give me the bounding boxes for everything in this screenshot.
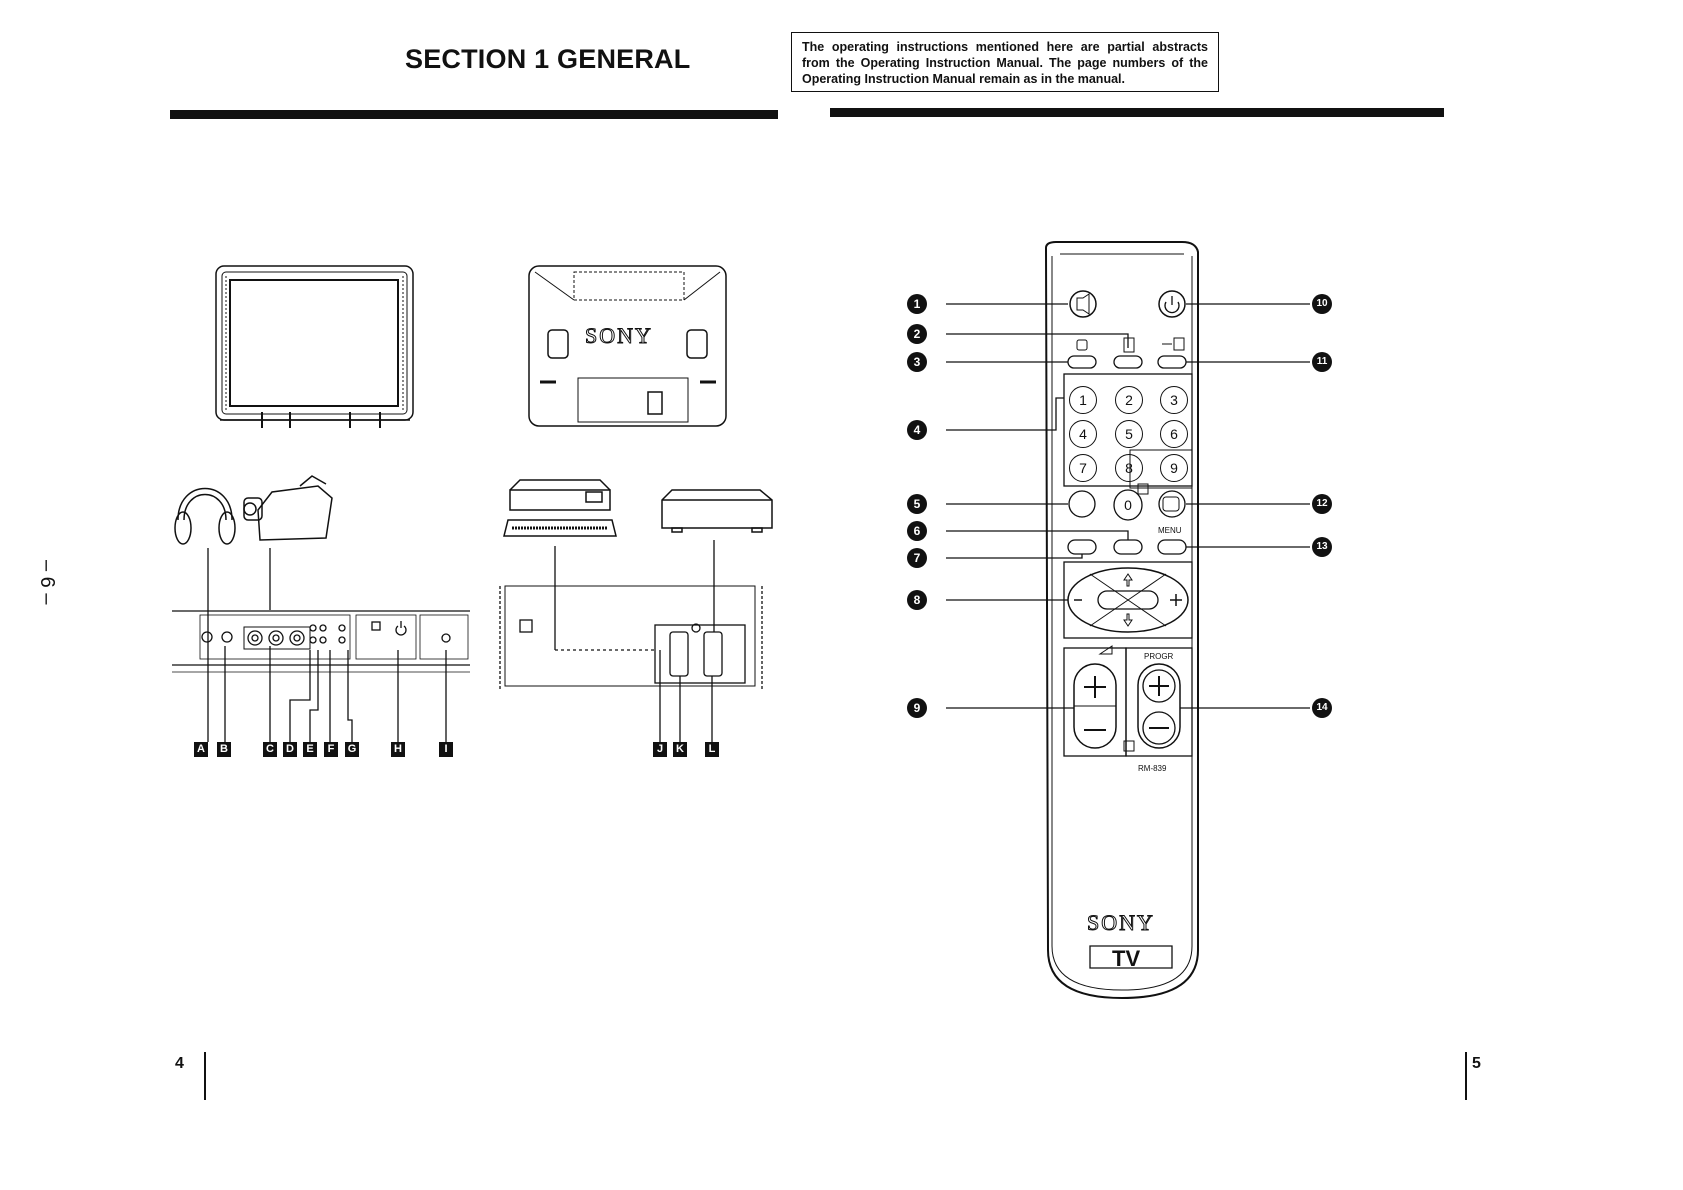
panel-label-a: A (194, 742, 208, 757)
callout-number: 14 (1316, 702, 1328, 713)
rear-connector-panel (499, 540, 763, 742)
callout-3: 3 (907, 352, 927, 372)
callout-10: 10 (1312, 294, 1332, 314)
right-header-rule (830, 108, 1444, 117)
panel-label-e: E (303, 742, 317, 757)
digit-label: 5 (1125, 426, 1133, 442)
callout-number: 6 (913, 524, 921, 538)
front-connector-panel (172, 610, 470, 673)
callout-1: 1 (907, 294, 927, 314)
callout-12: 12 (1312, 494, 1332, 514)
callout-number: 13 (1316, 541, 1328, 552)
left-page-divider (204, 1052, 206, 1100)
page-number-right: 5 (1472, 1055, 1481, 1072)
panel-label-j: J (653, 742, 667, 757)
decoder-icon (661, 489, 773, 533)
notice-box: The operating instructions mentioned her… (791, 32, 1219, 92)
digit-key-9[interactable]: 9 (1160, 454, 1188, 482)
remote-brand-logo: SONY (1087, 910, 1155, 935)
remote-menu-label: MENU (1158, 526, 1182, 535)
digit-label: 2 (1125, 392, 1133, 408)
remote-callout-lines (946, 303, 1310, 709)
panel-label-f: F (324, 742, 338, 757)
digit-key-4[interactable]: 4 (1069, 420, 1097, 448)
panel-label-i: I (439, 742, 453, 757)
digit-label: 8 (1125, 460, 1133, 476)
panel-label-b: B (217, 742, 231, 757)
callout-11: 11 (1312, 352, 1332, 372)
callout-9: 9 (907, 698, 927, 718)
digit-label: 3 (1170, 392, 1178, 408)
digit-key-0[interactable]: 0 (1115, 494, 1141, 516)
panel-label-g: G (345, 742, 359, 757)
label-text: A (197, 743, 205, 755)
digit-label: 7 (1079, 460, 1087, 476)
label-text: D (286, 743, 294, 755)
callout-6: 6 (907, 521, 927, 541)
label-text: K (676, 743, 684, 755)
tv-rear-illustration (528, 265, 727, 427)
remote-model-label: RM-839 (1138, 764, 1167, 773)
callout-number: 11 (1316, 356, 1328, 367)
digit-label: 0 (1124, 497, 1132, 513)
digit-key-2[interactable]: 2 (1115, 386, 1143, 414)
digit-key-5[interactable]: 5 (1115, 420, 1143, 448)
camcorder-icon (243, 475, 333, 541)
label-text: C (266, 743, 274, 755)
callout-14: 14 (1312, 698, 1332, 718)
remote-progr-label: PROGR (1144, 652, 1174, 661)
label-text: H (394, 743, 402, 755)
digit-key-7[interactable]: 7 (1069, 454, 1097, 482)
digit-label: 4 (1079, 426, 1087, 442)
callout-number: 1 (913, 297, 921, 311)
label-text: E (306, 743, 314, 755)
panel-label-l: L (705, 742, 719, 757)
label-text: G (347, 743, 357, 755)
digit-label: 1 (1079, 392, 1087, 408)
tv-front-illustration (215, 265, 414, 428)
headphones-icon (174, 487, 236, 545)
panel-label-d: D (283, 742, 297, 757)
callout-number: 9 (913, 701, 921, 715)
digit-label: 9 (1170, 460, 1178, 476)
callout-number: 3 (913, 355, 921, 369)
digit-key-1[interactable]: 1 (1069, 386, 1097, 414)
page-number-left: 4 (175, 1055, 184, 1072)
computer-icon (503, 479, 617, 537)
callout-number: 4 (913, 423, 921, 437)
remote-tv-badge: TV (1112, 946, 1140, 971)
label-text: F (327, 743, 335, 755)
callout-13: 13 (1312, 537, 1332, 557)
callout-number: 8 (913, 593, 921, 607)
right-page-divider (1465, 1052, 1467, 1100)
remote-control (1044, 241, 1199, 1000)
callout-2: 2 (907, 324, 927, 344)
digit-key-8[interactable]: 8 (1115, 454, 1143, 482)
label-text: B (220, 743, 228, 755)
digit-key-6[interactable]: 6 (1160, 420, 1188, 448)
left-header-rule (170, 110, 778, 119)
callout-number: 10 (1316, 298, 1328, 309)
callout-7: 7 (907, 548, 927, 568)
label-text: J (656, 743, 664, 755)
callout-8: 8 (907, 590, 927, 610)
callout-4: 4 (907, 420, 927, 440)
panel-label-h: H (391, 742, 405, 757)
panel-label-c: C (263, 742, 277, 757)
front-leader-lines (207, 548, 447, 742)
tv-rear-brand-logo: SONY (585, 323, 653, 348)
label-text: L (708, 743, 716, 755)
callout-number: 2 (913, 327, 921, 341)
callout-number: 5 (913, 497, 921, 511)
callout-number: 12 (1316, 498, 1328, 509)
page-title: SECTION 1 GENERAL (405, 44, 691, 74)
panel-label-k: K (673, 742, 687, 757)
label-text: I (444, 743, 448, 755)
callout-number: 7 (913, 551, 921, 565)
digit-key-3[interactable]: 3 (1160, 386, 1188, 414)
callout-5: 5 (907, 494, 927, 514)
digit-label: 6 (1170, 426, 1178, 442)
